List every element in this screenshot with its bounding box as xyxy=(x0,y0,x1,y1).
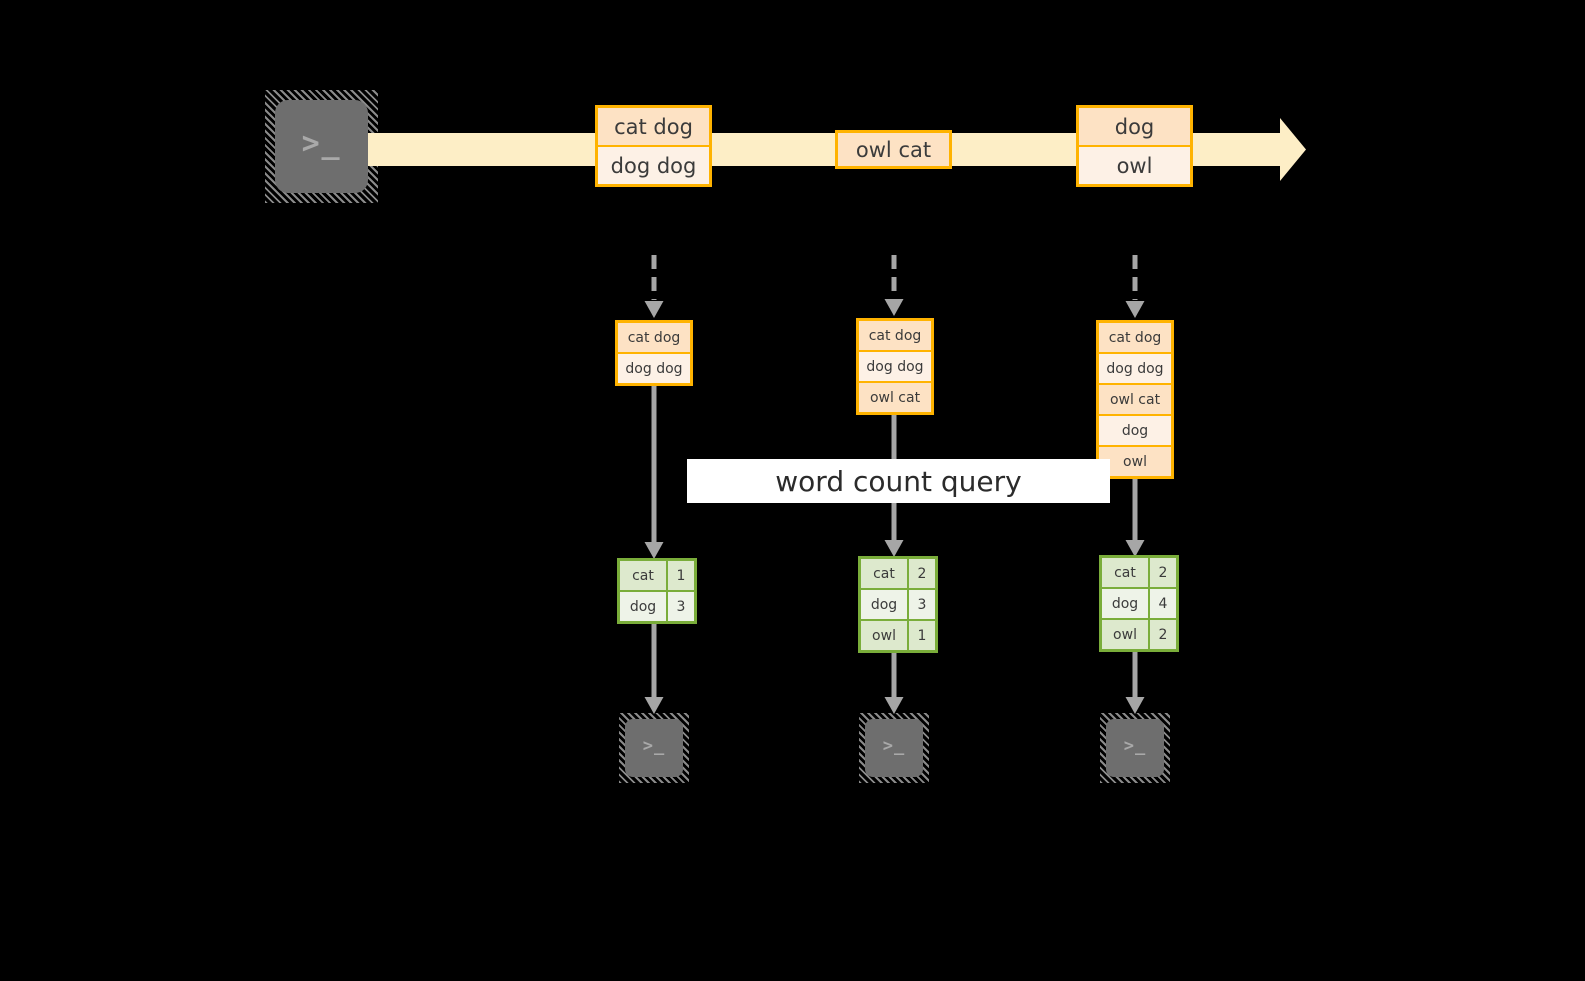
terminal-prompt-glyph: >_ xyxy=(1123,735,1147,756)
count-cell: 3 xyxy=(909,590,935,619)
count-cell: 2 xyxy=(909,559,935,588)
query-label-banner: word count query xyxy=(687,459,1110,503)
table-row: owl 1 xyxy=(861,621,935,650)
arrow-head-icon xyxy=(884,697,903,714)
connector-result-to-sink-2 xyxy=(884,651,903,715)
word-cell: cat xyxy=(861,559,907,588)
count-cell: 2 xyxy=(1150,620,1176,649)
sink-terminal-icon-3: >_ xyxy=(1100,713,1170,783)
connector-line xyxy=(651,382,656,544)
stream-batch-1: cat dog dog dog xyxy=(595,105,712,187)
state-line: cat dog xyxy=(1099,323,1171,352)
arrow-head-icon xyxy=(644,542,663,559)
word-cell: cat xyxy=(620,561,666,590)
arrow-head-icon xyxy=(884,540,903,557)
connector-line xyxy=(1132,255,1137,300)
result-table-3: cat 2 dog 4 owl 2 xyxy=(1099,555,1179,652)
connector-line xyxy=(1132,474,1137,542)
table-row: cat 1 xyxy=(620,561,694,590)
stream-arrow-head-icon xyxy=(1258,118,1306,181)
word-cell: owl xyxy=(861,621,907,650)
sink-terminal-icon-2: >_ xyxy=(859,713,929,783)
state-line: cat dog xyxy=(618,323,690,352)
arrow-head-icon xyxy=(644,697,663,714)
terminal-prompt-glyph: >_ xyxy=(301,125,342,161)
word-cell: dog xyxy=(1102,589,1148,618)
connector-state-to-result-1 xyxy=(644,382,663,560)
source-terminal-icon: >_ xyxy=(265,90,378,203)
stream-batch-2: owl cat xyxy=(835,130,952,169)
terminal-body xyxy=(275,100,368,193)
record-line: dog xyxy=(1079,108,1190,145)
arrow-head-icon xyxy=(644,301,663,318)
state-box-2: cat dog dog dog owl cat xyxy=(856,318,934,415)
arrow-head-icon xyxy=(1125,301,1144,318)
word-cell: dog xyxy=(620,592,666,621)
count-cell: 3 xyxy=(668,592,694,621)
terminal-prompt-glyph: >_ xyxy=(882,735,906,756)
table-row: dog 3 xyxy=(620,592,694,621)
table-row: dog 4 xyxy=(1102,589,1176,618)
connector-state-to-result-3 xyxy=(1125,474,1144,558)
state-line: dog dog xyxy=(859,352,931,381)
terminal-prompt-glyph: >_ xyxy=(642,735,666,756)
arrow-head-icon xyxy=(884,299,903,316)
connector-line xyxy=(891,255,896,298)
sink-terminal-icon-1: >_ xyxy=(619,713,689,783)
state-box-1: cat dog dog dog xyxy=(615,320,693,386)
record-line: owl xyxy=(1079,147,1190,184)
state-line: dog dog xyxy=(618,354,690,383)
state-line: cat dog xyxy=(859,321,931,350)
count-cell: 1 xyxy=(909,621,935,650)
state-line: owl cat xyxy=(1099,385,1171,414)
terminal-body xyxy=(865,719,923,777)
table-row: dog 3 xyxy=(861,590,935,619)
query-label-text: word count query xyxy=(775,464,1022,498)
connector-line xyxy=(891,651,896,699)
connector-line xyxy=(651,622,656,699)
connector-stream-to-state-1 xyxy=(644,255,663,320)
connector-result-to-sink-3 xyxy=(1125,650,1144,715)
connector-stream-to-state-2 xyxy=(884,255,903,318)
state-line: dog xyxy=(1099,416,1171,445)
connector-line xyxy=(1132,650,1137,699)
count-cell: 4 xyxy=(1150,589,1176,618)
record-line: cat dog xyxy=(598,108,709,145)
state-line: owl xyxy=(1099,447,1171,476)
word-cell: dog xyxy=(861,590,907,619)
arrow-head-icon xyxy=(1125,540,1144,557)
table-row: cat 2 xyxy=(1102,558,1176,587)
word-cell: owl xyxy=(1102,620,1148,649)
record-line: owl cat xyxy=(838,133,949,166)
arrow-head-icon xyxy=(1125,697,1144,714)
connector-line xyxy=(651,255,656,300)
record-line: dog dog xyxy=(598,147,709,184)
terminal-body xyxy=(1106,719,1164,777)
count-cell: 2 xyxy=(1150,558,1176,587)
state-line: dog dog xyxy=(1099,354,1171,383)
connector-result-to-sink-1 xyxy=(644,622,663,715)
result-table-1: cat 1 dog 3 xyxy=(617,558,697,624)
state-box-3: cat dog dog dog owl cat dog owl xyxy=(1096,320,1174,479)
state-line: owl cat xyxy=(859,383,931,412)
table-row: owl 2 xyxy=(1102,620,1176,649)
result-table-2: cat 2 dog 3 owl 1 xyxy=(858,556,938,653)
stream-batch-3: dog owl xyxy=(1076,105,1193,187)
connector-stream-to-state-3 xyxy=(1125,255,1144,320)
count-cell: 1 xyxy=(668,561,694,590)
word-cell: cat xyxy=(1102,558,1148,587)
table-row: cat 2 xyxy=(861,559,935,588)
terminal-body xyxy=(625,719,683,777)
